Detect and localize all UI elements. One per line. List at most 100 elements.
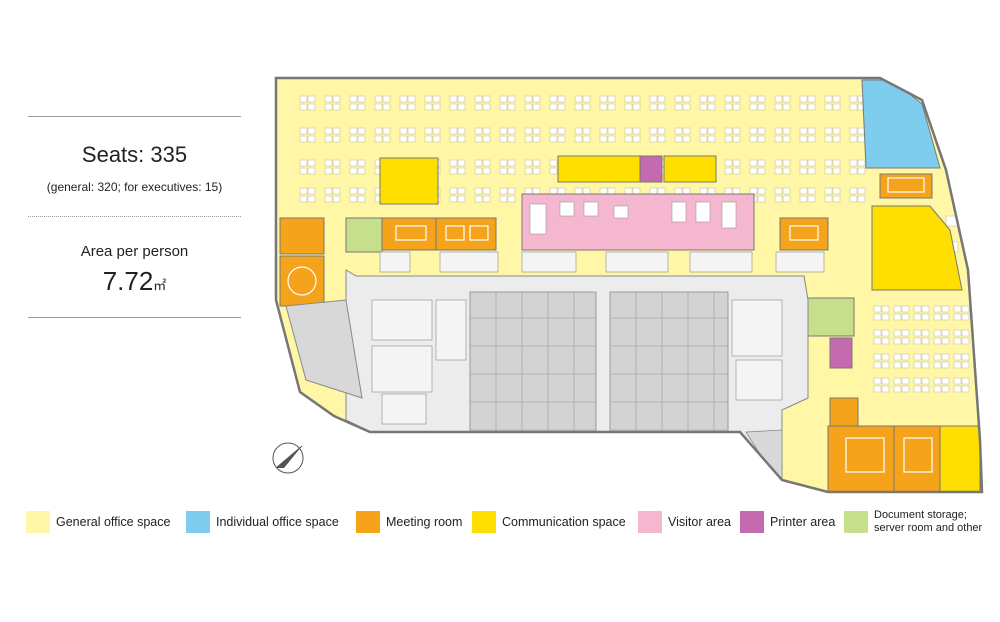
desk [607,127,616,135]
desk [749,167,758,175]
desk [921,353,930,361]
desk [893,377,902,385]
area-value-row: 7.72㎡ [28,266,241,297]
desk [399,95,408,103]
desk [349,127,358,135]
storage-room [345,217,383,253]
desk [749,127,758,135]
desk [961,385,970,393]
desk [307,159,316,167]
desk [832,159,841,167]
desk [782,135,791,143]
desk [399,103,408,111]
desk [599,95,608,103]
desk [349,159,358,167]
service-rooms [371,251,825,425]
desk [724,95,733,103]
desk [913,337,922,345]
desk [732,159,741,167]
desk [524,135,533,143]
desk [424,103,433,111]
desk [299,167,308,175]
desk [724,127,733,135]
desk [332,135,341,143]
meeting-room [893,425,941,492]
communication-space [663,155,717,183]
desk [707,103,716,111]
desk [749,187,758,195]
desk [881,361,890,369]
desk [499,135,508,143]
desk [699,187,708,195]
desk [881,329,890,337]
desk [557,95,566,103]
desk [953,313,962,321]
desk [374,127,383,135]
legend-swatch [740,511,764,533]
desk [657,103,666,111]
desk [881,385,890,393]
desk [449,135,458,143]
desk [307,135,316,143]
desk [307,195,316,203]
desk [881,313,890,321]
desk [893,329,902,337]
desk [913,313,922,321]
desk [474,187,483,195]
desk [524,167,533,175]
desk [921,305,930,313]
printer-area [639,155,663,183]
legend-label: General office space [56,514,171,529]
legend-label: Printer area [770,514,836,529]
desk [382,103,391,111]
desk [357,195,366,203]
desk [824,95,833,103]
desk [632,127,641,135]
desk [807,95,816,103]
desk [893,305,902,313]
desk [933,305,942,313]
desk [307,187,316,195]
desk [913,353,922,361]
desk [432,103,441,111]
desk [649,103,658,111]
seats-detail: (general: 320; for executives: 15) [46,180,223,194]
desk [849,167,858,175]
desk [582,127,591,135]
desk [901,385,910,393]
desk [832,187,841,195]
shaft [285,299,363,399]
desk [332,195,341,203]
desk [807,187,816,195]
desk [532,95,541,103]
desk [857,135,866,143]
desk [657,187,666,195]
desk [757,127,766,135]
desk [599,187,608,195]
desk [349,103,358,111]
legend-swatch [638,511,662,533]
desk [921,377,930,385]
desk [807,195,816,203]
desk [921,361,930,369]
desk [774,187,783,195]
desk [699,135,708,143]
desk [324,95,333,103]
desk [832,135,841,143]
desk [732,127,741,135]
desk [457,187,466,195]
desk [324,135,333,143]
desk [732,103,741,111]
desk [507,167,516,175]
desk [732,95,741,103]
desk [532,167,541,175]
desk [299,103,308,111]
desk [457,127,466,135]
desk [873,361,882,369]
desk [507,195,516,203]
desk [332,95,341,103]
desk [941,377,950,385]
desk [961,377,970,385]
meeting-room [279,217,325,255]
desk [824,167,833,175]
